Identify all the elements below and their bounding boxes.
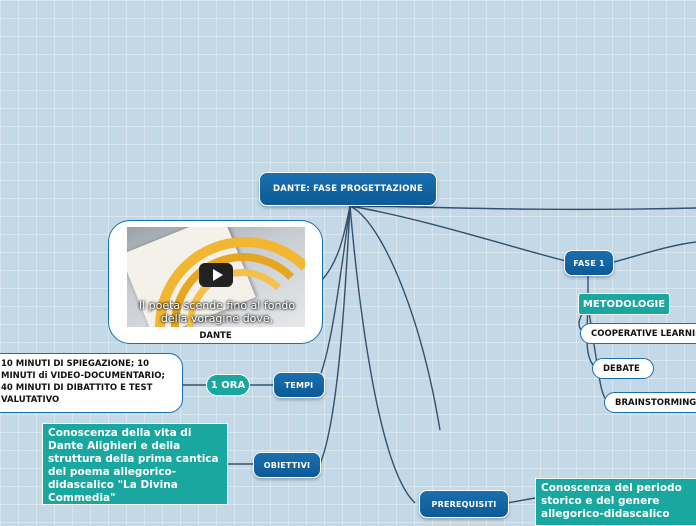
fase1-node[interactable]: FASE 1	[564, 250, 614, 276]
fase1-label: FASE 1	[573, 258, 605, 268]
prerequisiti-node[interactable]: PREREQUISITI	[419, 490, 509, 518]
tempi-duration-label: 1 ORA	[210, 379, 246, 391]
prerequisiti-detail-text: Conoscenza del periodo storico e del gen…	[541, 482, 682, 520]
root-node[interactable]: DANTE: FASE PROGETTAZIONE	[259, 172, 437, 206]
play-button[interactable]	[199, 263, 233, 287]
video-card[interactable]: Il poeta scende fino al fondo della vora…	[108, 220, 323, 344]
obiettivi-detail[interactable]: Conoscenza della vita di Dante Alighieri…	[42, 423, 228, 505]
tempi-node[interactable]: TEMPI	[273, 372, 325, 398]
play-icon	[212, 269, 223, 281]
metodologie-label: METODOLOGIE	[582, 298, 666, 310]
metodologie-node[interactable]: METODOLOGIE	[578, 293, 670, 315]
prerequisiti-label: PREREQUISITI	[431, 499, 497, 509]
prerequisiti-detail[interactable]: Conoscenza del periodo storico e del gen…	[535, 478, 696, 526]
tempi-detail-text: 10 MINUTI DI SPIEGAZIONE; 10 MINUTI di V…	[1, 359, 165, 405]
method-item-2-label: BRAINSTORMING	[615, 397, 696, 408]
obiettivi-node[interactable]: OBIETTIVI	[253, 452, 321, 478]
root-label: DANTE: FASE PROGETTAZIONE	[273, 184, 423, 194]
tempi-detail[interactable]: 10 MINUTI DI SPIEGAZIONE; 10 MINUTI di V…	[0, 353, 183, 413]
video-caption: Il poeta scende fino al fondo della vora…	[138, 299, 296, 325]
obiettivi-label: OBIETTIVI	[263, 460, 311, 470]
method-item-1[interactable]: DEBATE	[592, 358, 654, 379]
method-item-0-label: COOPERATIVE LEARNING	[591, 328, 696, 339]
method-item-2[interactable]: BRAINSTORMING	[604, 392, 696, 413]
method-item-0[interactable]: COOPERATIVE LEARNING	[580, 323, 696, 344]
obiettivi-detail-text: Conoscenza della vita di Dante Alighieri…	[48, 427, 219, 504]
video-label: DANTE	[199, 331, 232, 341]
tempi-label: TEMPI	[284, 380, 314, 390]
method-item-1-label: DEBATE	[603, 363, 640, 374]
tempi-duration[interactable]: 1 ORA	[206, 374, 250, 396]
video-thumbnail[interactable]: Il poeta scende fino al fondo della vora…	[127, 227, 305, 327]
